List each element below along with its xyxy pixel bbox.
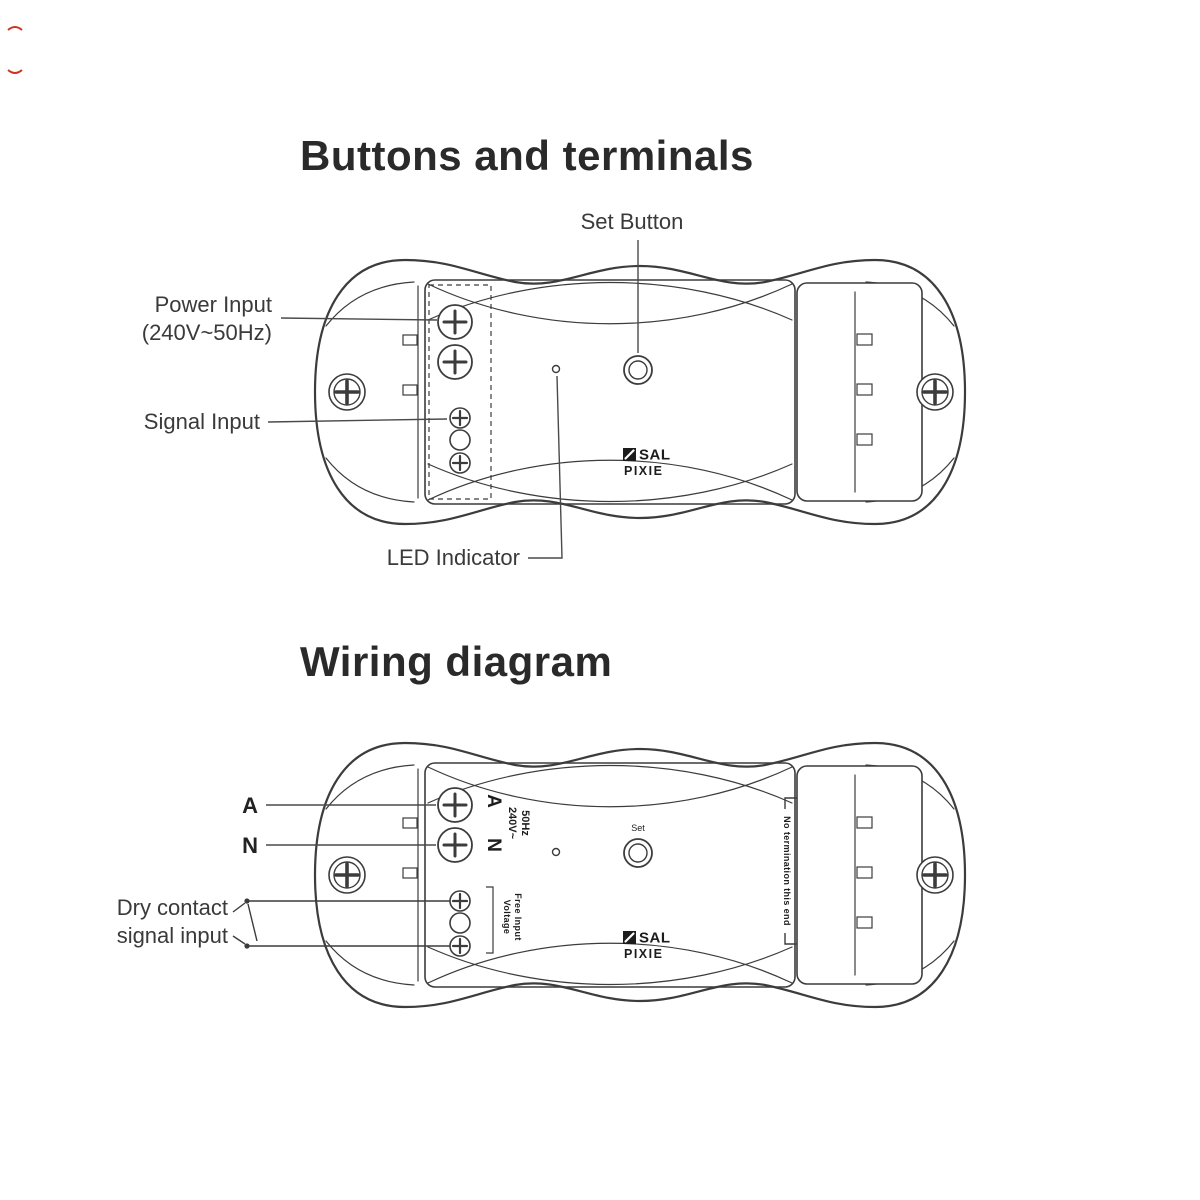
- switch-blade: [247, 903, 258, 942]
- corner-mark-bottom: [784, 933, 797, 945]
- dry-contact-label-line2: signal input: [117, 923, 228, 948]
- marking-terminal-n: N: [483, 838, 504, 852]
- buttons-terminals-section: Buttons and terminals Set Button Power I…: [142, 132, 967, 570]
- device-markings: A N 240V~ 50Hz Voltage Free Input Set No…: [483, 794, 797, 954]
- terminal-area-dashed-outline: [428, 284, 492, 500]
- red-edge-marks: [7, 26, 23, 74]
- led-indicator-leader: [528, 375, 563, 559]
- voltage-free-bracket: [486, 886, 494, 954]
- signal-input-label: Signal Input: [144, 409, 260, 434]
- marking-frequency: 50Hz: [519, 810, 531, 836]
- marking-voltage-free-line2: Free Input: [513, 893, 523, 941]
- marking-voltage: 240V~: [506, 807, 518, 840]
- wire-a-label: A: [242, 793, 258, 818]
- power-input-label-line1: Power Input: [155, 292, 272, 317]
- signal-input-leader: [267, 418, 448, 423]
- switch-contact-bottom: [244, 943, 250, 949]
- set-button-label: Set Button: [581, 209, 684, 234]
- power-input-leader: [280, 317, 438, 321]
- pixie-device-top-view: [313, 258, 967, 526]
- corner-mark-top: [784, 797, 797, 809]
- marking-no-termination: No termination this end: [782, 816, 792, 926]
- led-indicator-label: LED Indicator: [387, 545, 520, 570]
- wire-n-label: N: [242, 833, 258, 858]
- marking-voltage-free-line1: Voltage: [502, 900, 512, 935]
- marking-set: Set: [631, 823, 645, 833]
- marking-terminal-a: A: [483, 794, 504, 808]
- power-input-label-line2: (240V~50Hz): [142, 320, 272, 345]
- dry-contact-label-line1: Dry contact: [117, 895, 228, 920]
- dry-contact-switch: [232, 898, 450, 949]
- pixie-device-wiring-view: [313, 741, 967, 1009]
- buttons-section-title: Buttons and terminals: [300, 132, 754, 179]
- switch-contact-top: [244, 898, 250, 904]
- wiring-section-title: Wiring diagram: [300, 638, 612, 685]
- wiring-diagram-section: Wiring diagram A N 240V~ 50Hz Voltage Fr…: [117, 638, 967, 1009]
